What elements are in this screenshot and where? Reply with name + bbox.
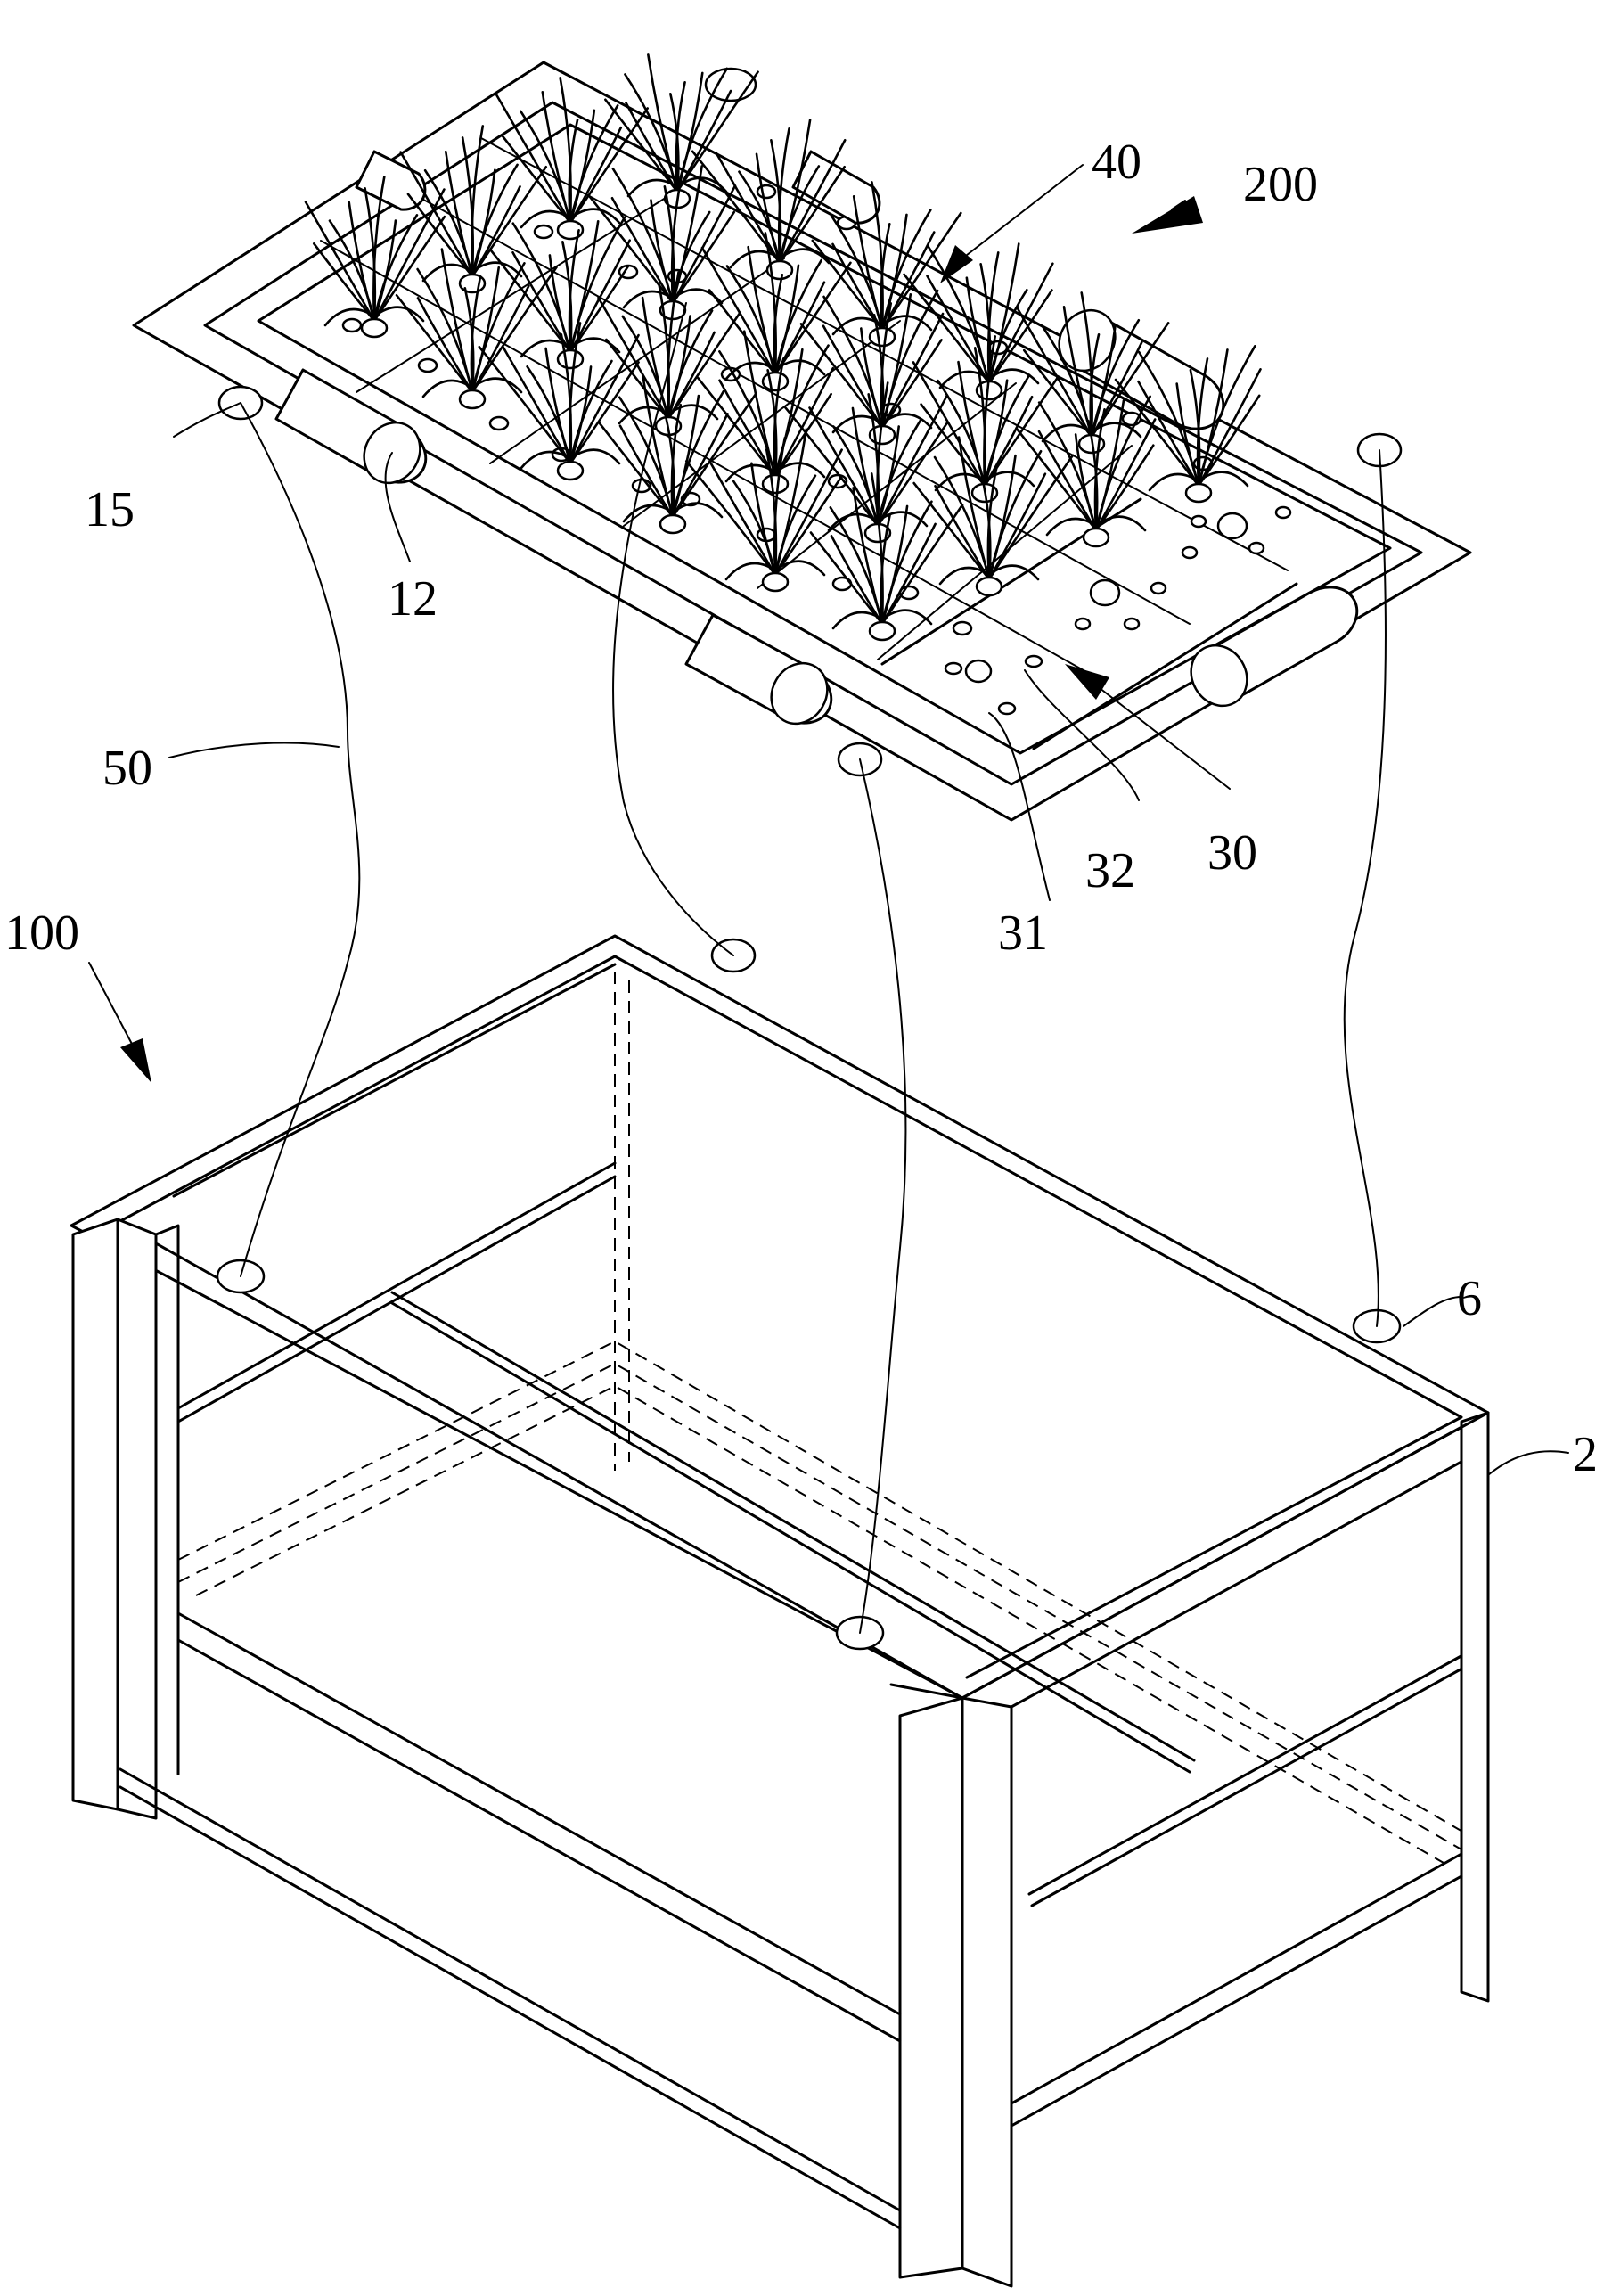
planting-tray <box>132 53 1472 822</box>
plant-tuft <box>304 176 446 339</box>
label-2: 2 <box>1573 1427 1598 1482</box>
label-6: 6 <box>1457 1271 1482 1326</box>
plant-tuft <box>809 472 964 642</box>
label-40: 40 <box>1092 135 1141 190</box>
label-50: 50 <box>102 741 152 796</box>
leaders <box>88 164 1569 1476</box>
float-mid-front <box>684 613 833 726</box>
label-31: 31 <box>998 906 1048 961</box>
label-200: 200 <box>1243 157 1318 212</box>
plant-tuft <box>691 119 847 281</box>
plant-tuft <box>598 376 757 535</box>
plants <box>304 53 1262 642</box>
tray-holes <box>341 184 1292 716</box>
plant-tuft <box>903 242 1054 401</box>
plant-tuft <box>1114 345 1262 504</box>
plant-tuft <box>684 428 843 593</box>
cables <box>216 302 1403 1651</box>
plant-tuft <box>494 77 649 241</box>
label-30: 30 <box>1207 825 1257 881</box>
reference-labels: 40 200 15 12 50 32 30 31 100 6 2 <box>4 135 1598 1482</box>
label-15: 15 <box>85 482 135 537</box>
label-12: 12 <box>388 571 438 627</box>
float-right-front <box>1190 586 1359 708</box>
label-32: 32 <box>1085 843 1135 898</box>
plant-tuft <box>912 436 1075 597</box>
label-100: 100 <box>4 906 79 961</box>
plant-tuft <box>478 322 640 481</box>
support-frame <box>70 934 1490 2288</box>
plant-tuft <box>700 232 852 392</box>
